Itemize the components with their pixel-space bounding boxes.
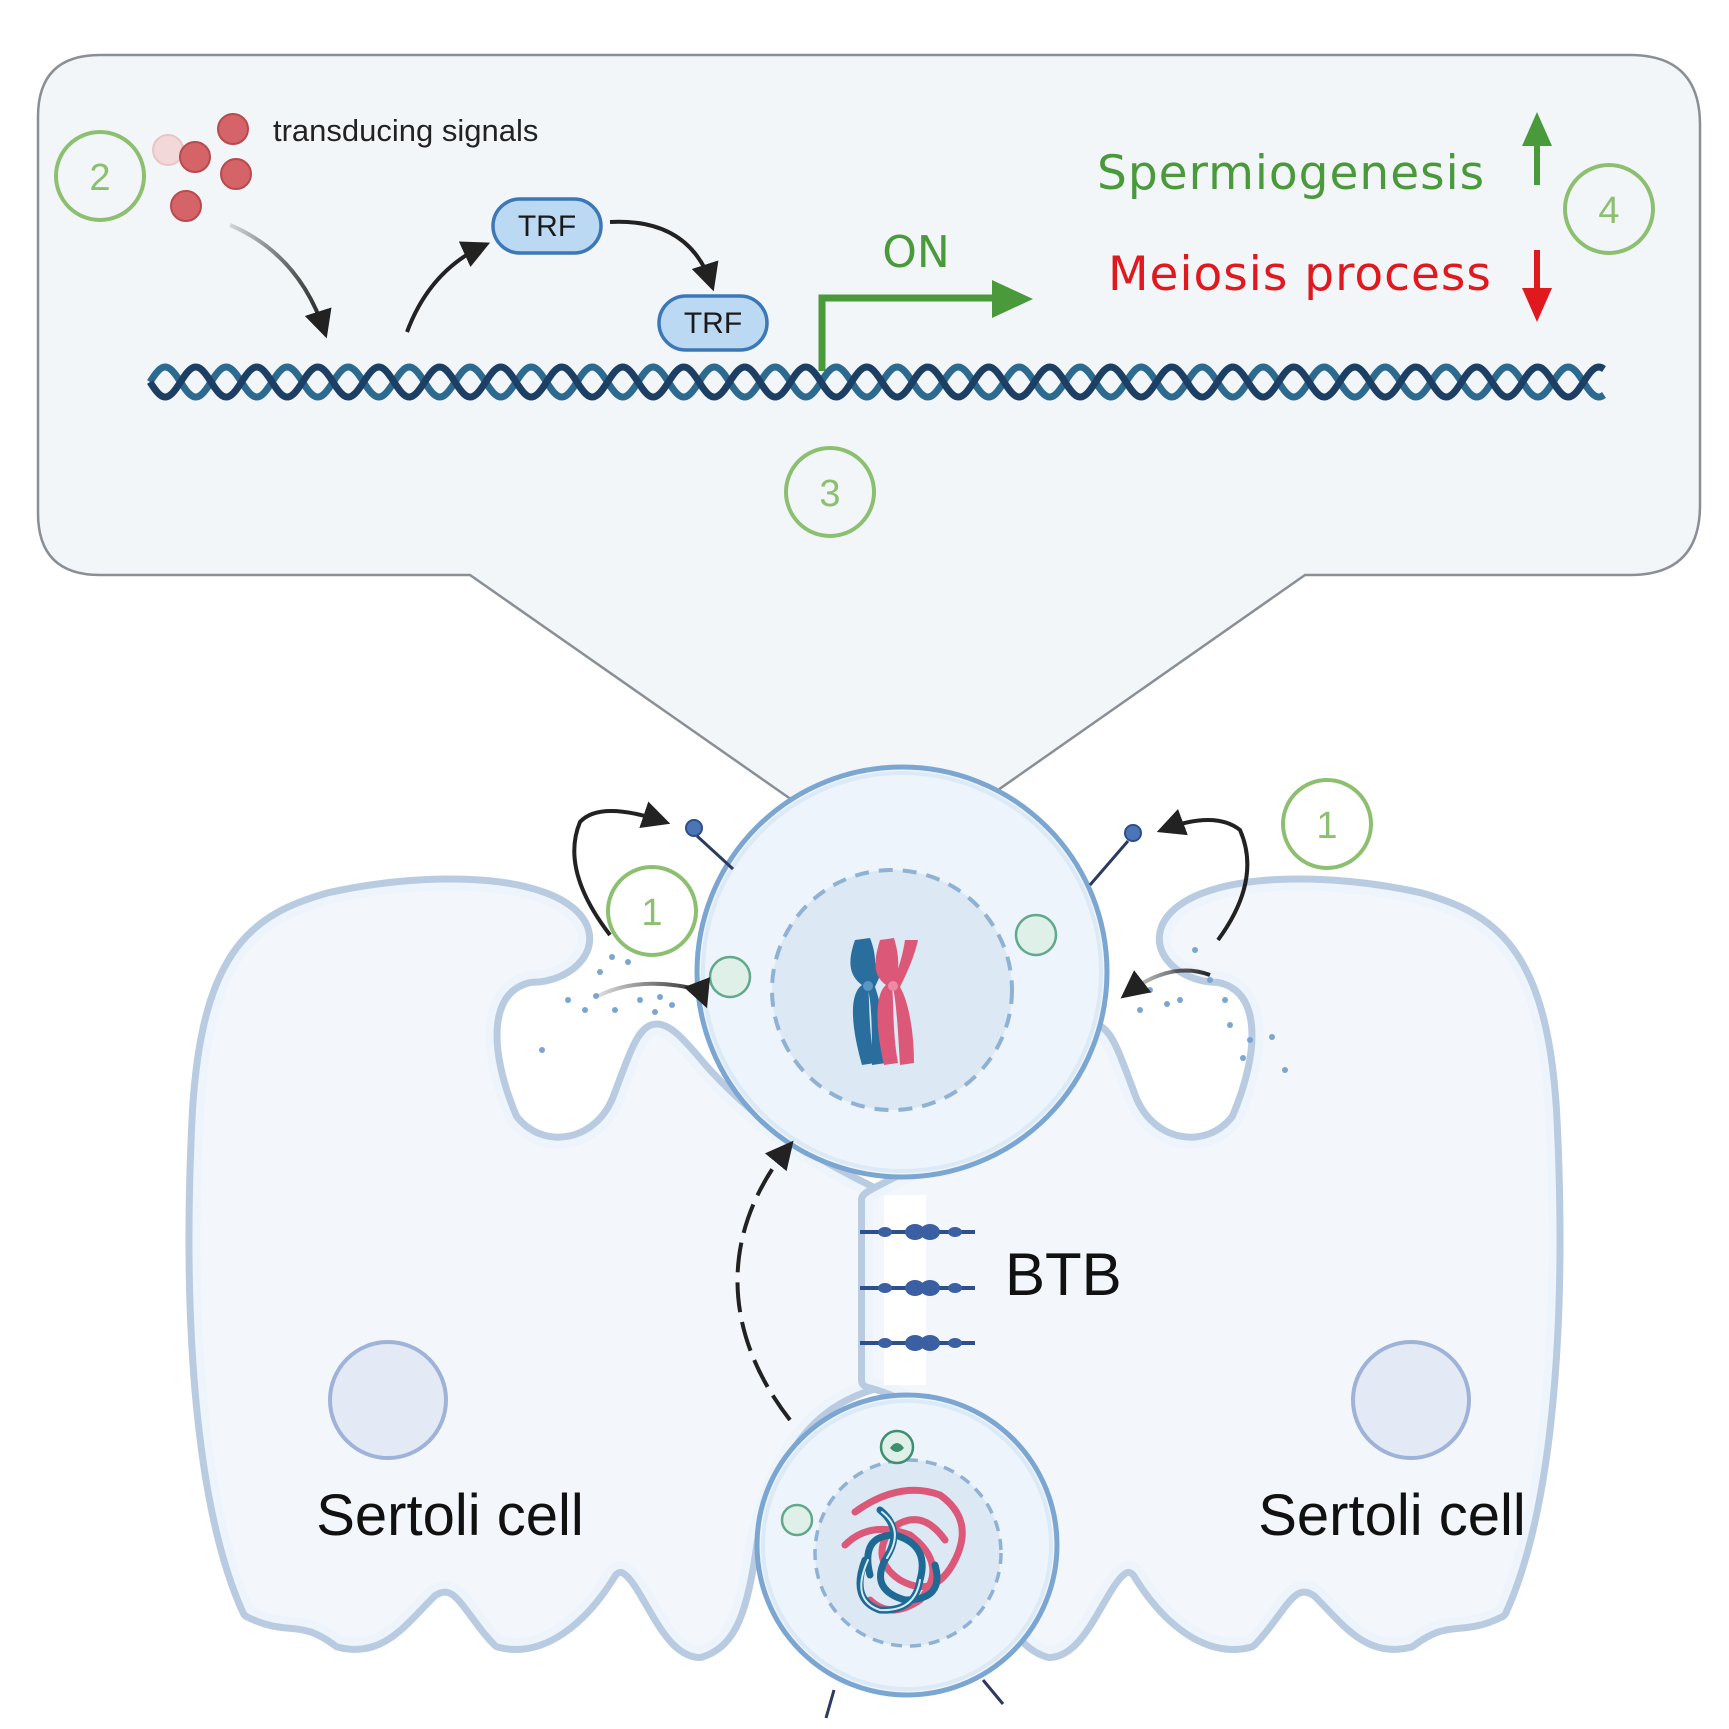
step-3-marker: 3 — [784, 446, 876, 538]
receptor-icons — [685, 819, 1142, 1719]
step-1-marker-left: 1 — [606, 865, 698, 957]
left-secretion-arrow — [597, 977, 711, 1009]
step-1-label-left: 1 — [641, 892, 662, 934]
migration-arrow — [735, 1140, 794, 1422]
step-4-marker: 4 — [1563, 163, 1655, 255]
callout-box — [36, 53, 1702, 869]
promoter-on-arrow — [818, 280, 1033, 371]
right-receptor-arrow — [1156, 808, 1250, 942]
dna-strand-2 — [147, 363, 1606, 401]
junction-protein — [920, 1280, 940, 1296]
zoom-callout — [36, 53, 1702, 869]
secretion-dots-icon — [539, 947, 1288, 1073]
trf-protein-2: TRF — [657, 294, 769, 352]
junction-protein — [920, 1335, 940, 1351]
down-arrow-icon — [1522, 250, 1552, 322]
junction-protein — [920, 1224, 940, 1240]
signal-molecules-icon — [152, 113, 252, 222]
sertoli-label-left: Sertoli cell — [316, 1483, 584, 1548]
junction-protein — [948, 1338, 962, 1348]
step-2-marker: 2 — [54, 130, 146, 222]
junction-protein — [905, 1335, 925, 1351]
sertoli-cell-right — [858, 875, 1564, 1661]
basal-germ-cell — [754, 1392, 1060, 1698]
on-label: ON — [882, 227, 950, 278]
step-2-label: 2 — [89, 157, 110, 199]
sertoli-nucleus-right — [1351, 1340, 1471, 1460]
signals-label: transducing signals — [273, 113, 538, 148]
left-receptor-arrow — [572, 801, 671, 937]
step-3-label: 3 — [819, 473, 840, 515]
step-1-marker-right: 1 — [1281, 778, 1373, 870]
junction-protein — [878, 1283, 892, 1293]
trf-to-trf-arrow — [609, 219, 719, 292]
junction-protein — [905, 1280, 925, 1296]
junction-protein — [948, 1283, 962, 1293]
chromatin-icon — [841, 1486, 966, 1614]
junction-protein — [878, 1338, 892, 1348]
chromosome-pair-icon — [850, 938, 918, 1065]
signal-to-dna-arrow — [229, 223, 332, 339]
trf-protein-1: TRF — [491, 197, 603, 255]
sertoli-nucleus-left — [328, 1340, 448, 1460]
up-arrow-icon — [1522, 112, 1552, 185]
trf-label-1: TRF — [518, 210, 576, 243]
dna-to-trf-arrow — [405, 241, 491, 333]
trf-label-2: TRF — [684, 307, 742, 340]
dna-helix-icon — [147, 363, 1606, 401]
junction-protein — [878, 1227, 892, 1237]
sertoli-cell-left — [185, 875, 891, 1661]
btb-label: BTB — [1005, 1241, 1122, 1308]
junction-protein — [905, 1224, 925, 1240]
sertoli-label-right: Sertoli cell — [1258, 1483, 1526, 1548]
mitochondria-icon — [879, 1429, 915, 1465]
spermiogenesis-label: Spermiogenesis — [1097, 146, 1485, 201]
step-1-label-right: 1 — [1316, 805, 1337, 847]
step-4-label: 4 — [1598, 190, 1619, 232]
meiosis-label: Meiosis process — [1108, 247, 1492, 302]
btb-junctions-icon — [860, 1224, 975, 1351]
junction-protein — [948, 1227, 962, 1237]
right-secretion-arrow — [1120, 968, 1211, 999]
